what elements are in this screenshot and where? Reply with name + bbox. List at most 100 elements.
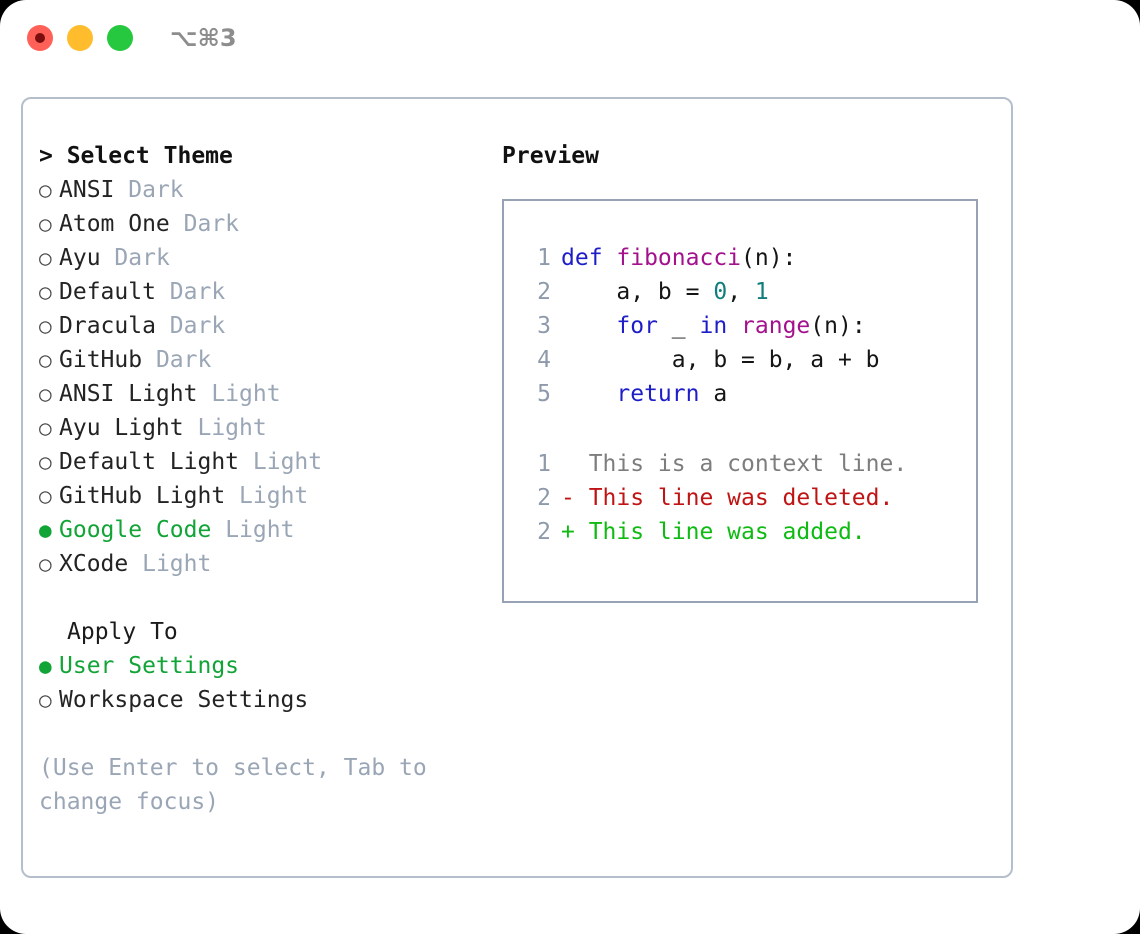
- theme-name: ANSI Light: [59, 381, 198, 407]
- radio-unselected-icon[interactable]: ○: [39, 484, 52, 508]
- theme-variant-tag: Dark: [128, 177, 184, 203]
- code-line-number: 3: [537, 313, 551, 339]
- code-token: [727, 309, 741, 343]
- radio-unselected-icon[interactable]: ○: [39, 382, 52, 406]
- radio-unselected-icon[interactable]: ○: [39, 348, 52, 372]
- code-token: a: [699, 381, 728, 407]
- theme-name: GitHub: [59, 347, 143, 373]
- theme-list-item[interactable]: ○ Dracula Dark: [39, 309, 469, 343]
- theme-list-item[interactable]: ○ Ayu Light Light: [39, 411, 469, 445]
- radio-unselected-icon[interactable]: ○: [39, 212, 52, 236]
- theme-variant-tag: Dark: [169, 279, 226, 305]
- code-token: [561, 309, 616, 343]
- code-line-number: 2: [537, 279, 551, 305]
- apply-to-section: Apply To ●User Settings○Workspace Settin…: [39, 615, 469, 717]
- theme-name: ANSI: [59, 177, 115, 203]
- theme-list-item[interactable]: ●Google Code Light: [39, 513, 469, 547]
- theme-list-item[interactable]: ○Ayu Dark: [39, 241, 469, 275]
- radio-unselected-icon[interactable]: ○: [39, 450, 52, 474]
- code-token: a, b =: [561, 279, 714, 305]
- theme-label-spacer: [225, 479, 239, 513]
- code-token: in: [699, 313, 728, 339]
- theme-label-spacer: [156, 275, 170, 309]
- page-title: > Select Theme: [39, 143, 233, 169]
- radio-unselected-icon[interactable]: ○: [39, 280, 52, 304]
- maximize-button[interactable]: [107, 25, 133, 51]
- minimize-button[interactable]: [67, 25, 93, 51]
- diff-line-text: This is a context line.: [561, 451, 908, 477]
- theme-variant-tag: Light: [142, 551, 212, 577]
- diff-line: 2 - This line was deleted.: [504, 481, 976, 515]
- apply-to-option-label: Workspace Settings: [59, 687, 309, 713]
- theme-list-item[interactable]: ○ Default Dark: [39, 275, 469, 309]
- theme-variant-tag: Light: [225, 517, 295, 543]
- radio-unselected-icon[interactable]: ○: [39, 246, 52, 270]
- code-token: fibonacci: [616, 245, 742, 271]
- radio-unselected-icon[interactable]: ○: [39, 688, 52, 712]
- diff-line-number: 2: [537, 485, 551, 511]
- theme-list-item[interactable]: ○ GitHub Light Light: [39, 479, 469, 513]
- radio-unselected-icon[interactable]: ○: [39, 178, 52, 202]
- theme-list-item[interactable]: ○ ANSI Light Light: [39, 377, 469, 411]
- theme-name: GitHub Light: [59, 483, 226, 509]
- theme-label-spacer: [239, 445, 253, 479]
- theme-variant-tag: Light: [239, 483, 309, 509]
- theme-label-spacer: [156, 309, 170, 343]
- theme-variant-tag: Light: [211, 381, 281, 407]
- code-token: (n):: [810, 313, 866, 339]
- apply-to-option[interactable]: ○ Workspace Settings: [39, 683, 469, 717]
- close-button[interactable]: [27, 25, 53, 51]
- apply-to-option[interactable]: ● User Settings: [39, 649, 469, 683]
- theme-label-spacer: [184, 411, 198, 445]
- theme-list-item[interactable]: ○ ANSI Dark: [39, 173, 469, 207]
- keyboard-shortcut-label: ⌥⌘3: [170, 24, 237, 52]
- code-token: return: [616, 381, 700, 407]
- preview-title: Preview: [502, 143, 599, 169]
- diff-line-text: + This line was added.: [561, 519, 866, 545]
- code-line-number: 4: [537, 347, 551, 373]
- code-token: 1: [754, 279, 769, 305]
- radio-unselected-icon[interactable]: ○: [39, 552, 52, 576]
- code-token: for: [616, 313, 658, 339]
- theme-list-item[interactable]: ○ Default Light Light: [39, 445, 469, 479]
- title-bar: ⌥⌘3: [0, 0, 1140, 78]
- radio-selected-icon[interactable]: ●: [39, 518, 52, 542]
- theme-name: Default Light: [59, 449, 240, 475]
- diff-line: 2 + This line was added.: [504, 515, 976, 549]
- code-diff-spacer: [504, 411, 976, 447]
- theme-label-spacer: [142, 343, 156, 377]
- theme-name: Dracula: [59, 313, 156, 339]
- theme-list-item[interactable]: ○ XCode Light: [39, 547, 469, 581]
- diff-line-number: 2: [537, 519, 551, 545]
- theme-label-spacer: [170, 207, 184, 241]
- theme-list-item[interactable]: ○GitHub Dark: [39, 343, 469, 377]
- code-line: 2 a, b = 0, 1: [504, 275, 976, 309]
- apply-to-option-label: User Settings: [59, 653, 240, 679]
- theme-name: Atom One: [59, 211, 170, 237]
- radio-unselected-icon[interactable]: ○: [39, 314, 52, 338]
- theme-label-spacer: [211, 513, 225, 547]
- diff-line-text: - This line was deleted.: [561, 485, 894, 511]
- radio-selected-icon[interactable]: ●: [39, 654, 52, 678]
- theme-name: Default: [59, 279, 156, 305]
- theme-variant-tag: Light: [197, 415, 267, 441]
- theme-name: Ayu Light: [59, 415, 184, 441]
- theme-variant-tag: Light: [252, 449, 323, 475]
- theme-name: Ayu: [59, 245, 101, 271]
- radio-unselected-icon[interactable]: ○: [39, 416, 52, 440]
- theme-variant-tag: Dark: [169, 313, 226, 339]
- theme-selector-panel: > Select Theme ○ANSI Dark○Atom One Dark○…: [39, 139, 469, 819]
- theme-name: XCode: [59, 551, 129, 577]
- theme-list-item[interactable]: ○Atom One Dark: [39, 207, 469, 241]
- code-token: (n):: [741, 245, 797, 271]
- diff-sample: 1 This is a context line.2- This line wa…: [504, 447, 976, 549]
- code-token: [561, 377, 616, 411]
- code-token: range: [741, 313, 811, 339]
- code-line-number: 5: [537, 381, 551, 407]
- code-token: a, b = b, a + b: [561, 347, 880, 373]
